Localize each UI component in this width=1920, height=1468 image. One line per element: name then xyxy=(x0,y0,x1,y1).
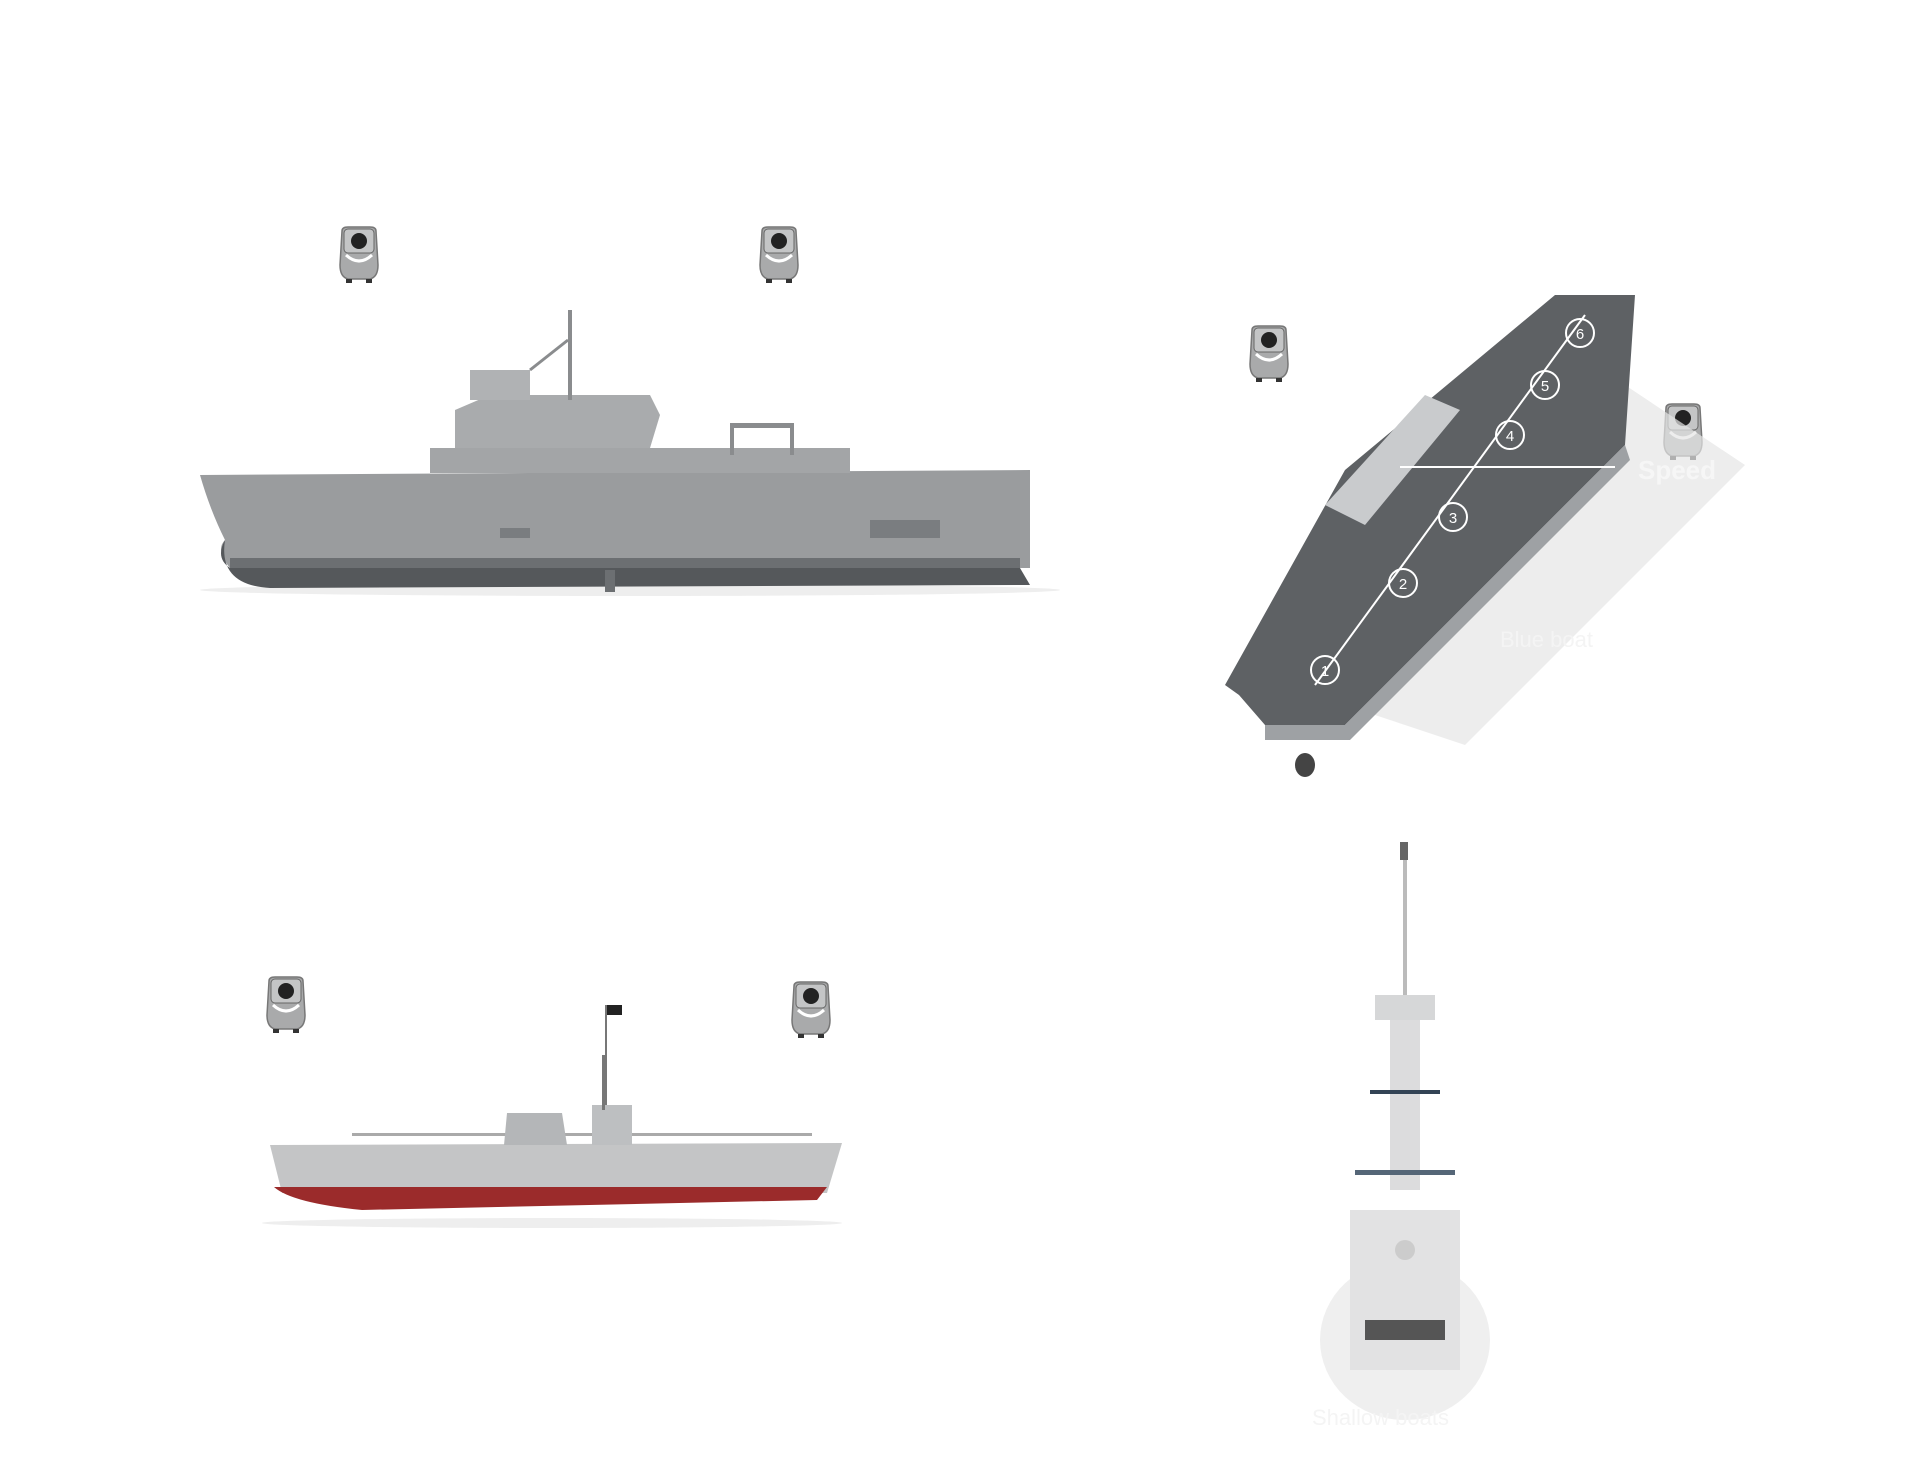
svg-text:2: 2 xyxy=(1399,576,1407,593)
amphibious-ship-side-view[interactable] xyxy=(190,300,1100,600)
blue-boat-label: Blue boat xyxy=(1500,627,1593,652)
svg-text:6: 6 xyxy=(1576,326,1584,343)
speed-label: Speed xyxy=(1638,455,1717,485)
camera-icon[interactable] xyxy=(758,225,800,285)
camera-icon[interactable] xyxy=(1248,324,1290,384)
deck-spot: 4 xyxy=(1495,420,1525,450)
ship-front-view[interactable] xyxy=(1320,840,1490,1430)
deck-spot: 2 xyxy=(1388,568,1418,598)
patrol-boat-side-view[interactable] xyxy=(262,995,852,1235)
camera-icon[interactable] xyxy=(790,980,832,1040)
amphibious-ship-top-view[interactable]: 1 2 3 4 5 6 xyxy=(1225,285,1745,785)
deck-spot: 5 xyxy=(1530,370,1560,400)
svg-text:1: 1 xyxy=(1321,663,1329,680)
camera-icon[interactable] xyxy=(338,225,380,285)
svg-text:3: 3 xyxy=(1449,510,1457,527)
deck-spot: 6 xyxy=(1565,318,1595,348)
shallow-boats-label: Shallow boats xyxy=(1312,1405,1449,1430)
svg-text:4: 4 xyxy=(1506,428,1514,445)
deck-spot: 1 xyxy=(1310,655,1340,685)
deck-spot-labels: 1 2 3 4 5 6 xyxy=(1310,318,1595,685)
svg-text:5: 5 xyxy=(1541,378,1549,395)
deck-spot: 3 xyxy=(1438,502,1468,532)
camera-icon[interactable] xyxy=(265,975,307,1035)
